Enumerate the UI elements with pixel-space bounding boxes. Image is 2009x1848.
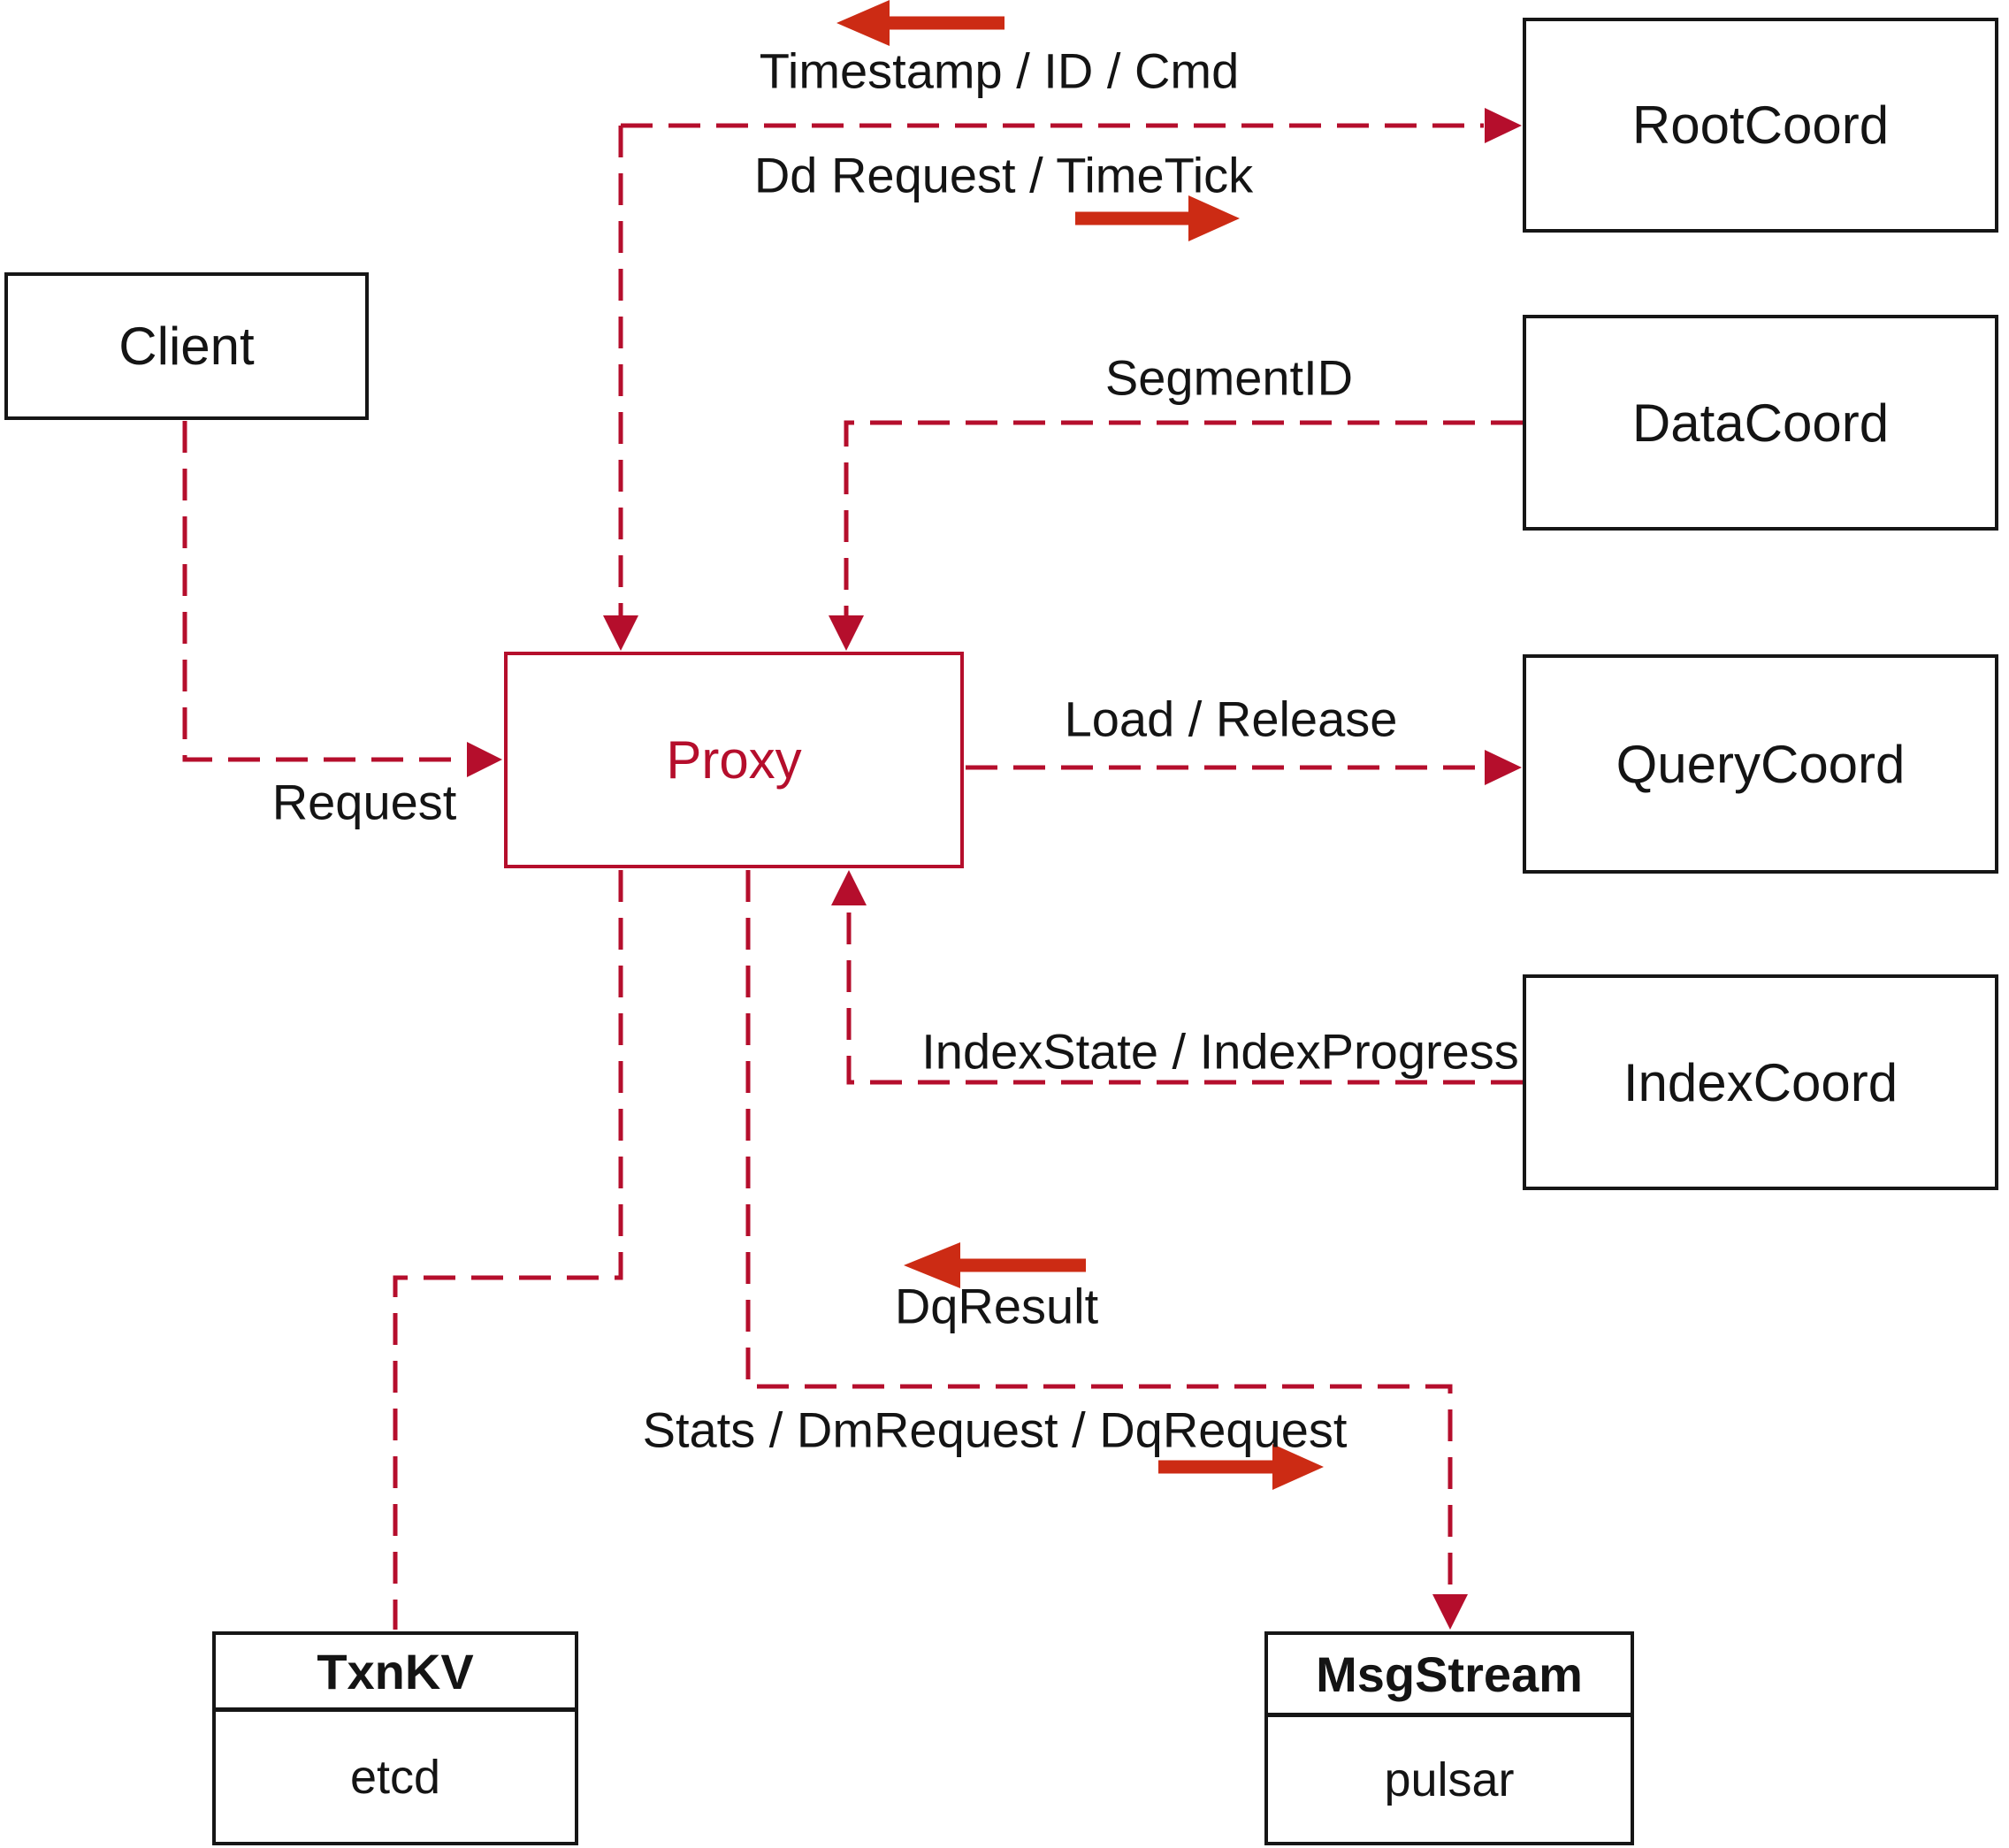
arrowhead-into-proxy-top-right-icon (829, 615, 864, 651)
edge-label-timestamp: Timestamp / ID / Cmd (759, 42, 1240, 99)
edge-label-dd-request: Dd Request / TimeTick (753, 147, 1254, 203)
arrowhead-into-rootcoord-icon (1485, 108, 1522, 143)
node-txnkv-body: etcd (216, 1712, 575, 1842)
node-msgstream-body: pulsar (1268, 1717, 1631, 1842)
arrowhead-into-proxy-bottom-icon (831, 870, 867, 905)
node-client-label: Client (118, 317, 255, 376)
connector-proxy-msgstream (745, 870, 1453, 1592)
connector-proxy-txnkv (393, 870, 623, 1630)
node-msgstream-subtitle: pulsar (1384, 1753, 1515, 1806)
node-datacoord-label: DataCoord (1631, 393, 1890, 453)
connector-client-proxy (182, 421, 467, 762)
node-querycoord-label: QueryCoord (1616, 734, 1906, 794)
node-rootcoord-label: RootCoord (1631, 95, 1890, 155)
arrowhead-into-msgstream-icon (1432, 1594, 1468, 1630)
node-datacoord: DataCoord (1523, 315, 1998, 531)
dd-request-direction-arrow-icon (1075, 195, 1240, 241)
node-txnkv-header: TxnKV (216, 1635, 575, 1712)
edge-label-segment-id: SegmentID (1104, 349, 1354, 406)
node-rootcoord: RootCoord (1523, 18, 1998, 233)
stats-direction-arrow-icon (1158, 1444, 1324, 1490)
arrowhead-into-proxy-left-icon (467, 742, 502, 777)
connector-datacoord-proxy (844, 420, 1523, 626)
node-txnkv: TxnKV etcd (212, 1631, 578, 1845)
dq-result-direction-arrow-icon (904, 1242, 1086, 1288)
arrowhead-into-querycoord-icon (1485, 750, 1522, 785)
timestamp-direction-arrow-icon (836, 0, 1004, 46)
node-msgstream: MsgStream pulsar (1264, 1631, 1634, 1845)
node-msgstream-header: MsgStream (1268, 1635, 1631, 1717)
node-txnkv-title: TxnKV (317, 1643, 474, 1699)
edge-label-request: Request (271, 774, 457, 830)
node-querycoord: QueryCoord (1523, 654, 1998, 874)
connector-indexcoord-proxy (846, 895, 1523, 1085)
node-proxy-label: Proxy (666, 730, 802, 790)
edge-label-load-release: Load / Release (1064, 691, 1398, 747)
edge-label-index-state: IndexState / IndexProgress (921, 1023, 1519, 1080)
node-proxy: Proxy (504, 652, 964, 868)
node-indexcoord-label: IndexCoord (1623, 1052, 1898, 1112)
node-msgstream-title: MsgStream (1316, 1646, 1583, 1702)
edge-label-stats: Stats / DmRequest / DqRequest (642, 1401, 1348, 1458)
node-client: Client (4, 272, 369, 420)
arrowhead-into-proxy-top-left-icon (603, 615, 638, 651)
edge-label-dq-result: DqResult (894, 1278, 1099, 1334)
node-txnkv-subtitle: etcd (349, 1750, 441, 1804)
node-indexcoord: IndexCoord (1523, 974, 1998, 1190)
